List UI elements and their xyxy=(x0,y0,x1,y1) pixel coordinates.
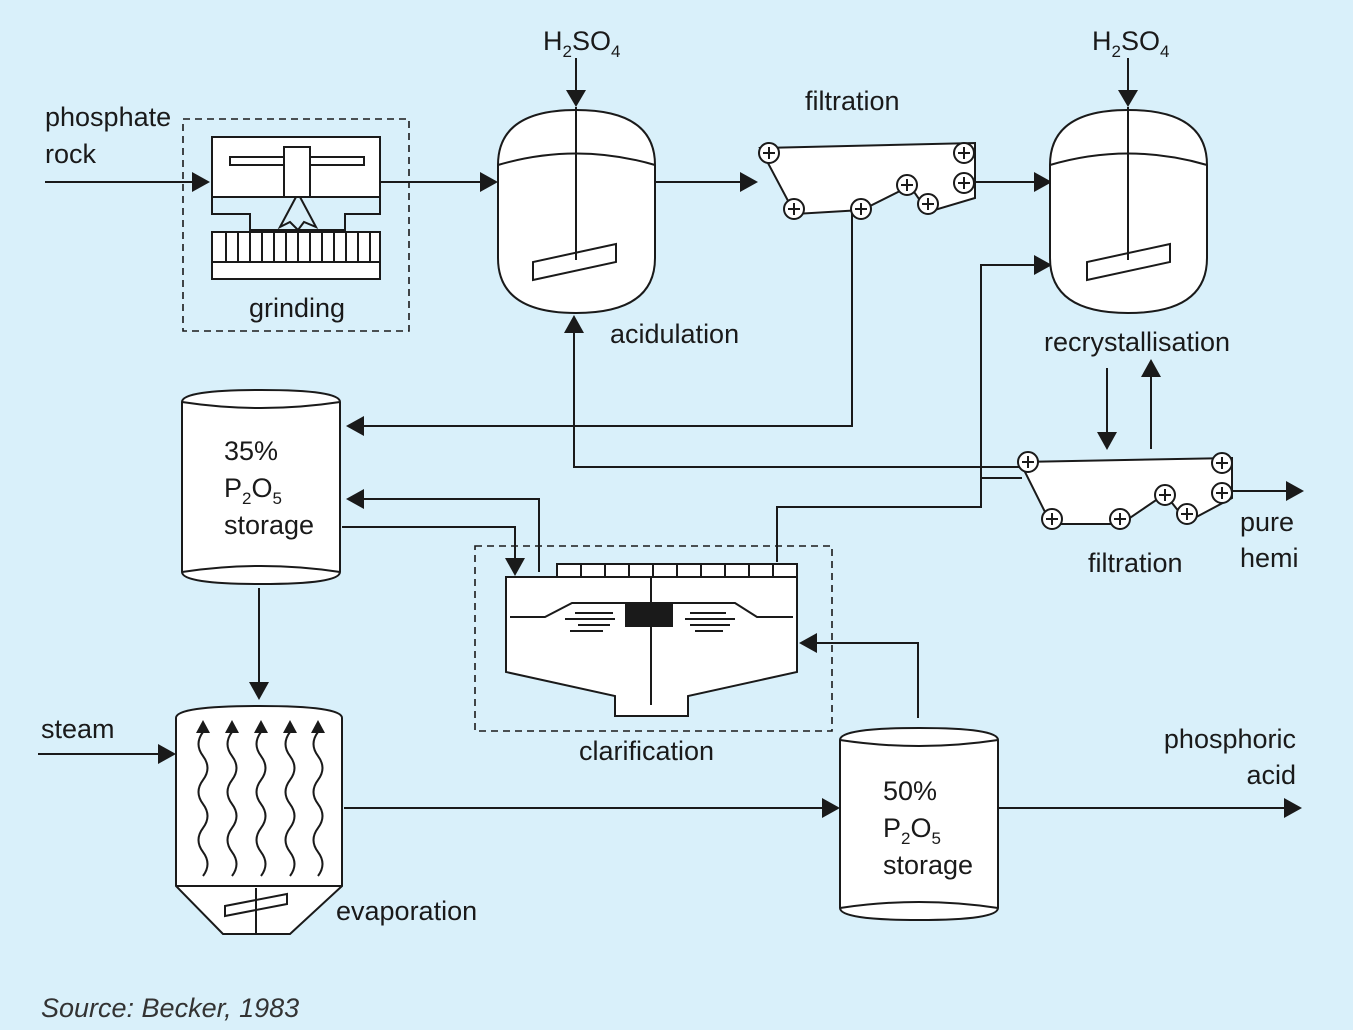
grinder-hopper xyxy=(211,197,381,231)
storage-35-formula: P2O5 xyxy=(224,473,282,508)
arrow-acid-filter xyxy=(740,172,758,192)
evaporator-vapor-arrows xyxy=(196,720,325,733)
arrow-storage35-evap xyxy=(249,682,269,700)
source-caption: Source: Becker, 1983 xyxy=(41,993,299,1023)
filtration-top-label: filtration xyxy=(805,86,900,116)
flow-filter-clarifier xyxy=(776,477,1022,562)
arrow-storage35-clarifier xyxy=(505,558,525,576)
arrow-steam-in xyxy=(158,744,176,764)
storage-35 xyxy=(181,388,341,586)
grinder xyxy=(182,118,410,332)
filter-bottom xyxy=(1017,451,1233,530)
clarification-label: clarification xyxy=(579,736,714,766)
recrystallisation-reactor xyxy=(1049,107,1208,315)
arrow-h2so4-2 xyxy=(1118,90,1138,107)
storage-35-percent: 35% xyxy=(224,436,278,466)
phosphate-rock-label-line1: phosphate xyxy=(45,102,171,132)
evaporator-body xyxy=(175,704,343,935)
arrow-filter-recryst-up xyxy=(1141,359,1161,377)
storage-50-formula: P2O5 xyxy=(883,813,941,848)
flow-storage35-clarifier xyxy=(342,526,516,560)
flow-filtrate-storage35 xyxy=(362,210,853,427)
grinder-mill xyxy=(211,231,381,280)
storage-50-percent: 50% xyxy=(883,776,937,806)
text-labels: H2SO4 H2SO4 phosphate rock grinding acid… xyxy=(41,26,1299,1023)
arrow-evap-storage50 xyxy=(822,798,840,818)
storage-35-top-seam xyxy=(181,401,341,409)
evaporator xyxy=(175,704,343,935)
phosphate-rock-label-line2: rock xyxy=(45,139,97,169)
arrow-return-acidulation xyxy=(564,315,584,333)
arrow-loop-recryst xyxy=(1034,255,1052,275)
arrow-clarifier-storage35 xyxy=(346,489,364,509)
arrow-storage50-clarifier xyxy=(799,633,817,653)
arrow-rock-in xyxy=(192,172,210,192)
clarifier-rake-ticks xyxy=(580,564,774,577)
phosphoric-acid-label-line1: phosphoric xyxy=(1164,724,1296,754)
filter-bottom-plus-marks xyxy=(1022,456,1228,525)
steam-label: steam xyxy=(41,714,115,744)
grinder-motor xyxy=(283,146,311,198)
arrow-grinder-acid xyxy=(480,172,498,192)
h2so4-label-acidulation: H2SO4 xyxy=(543,26,620,61)
storage-50-bottom-seam xyxy=(839,901,999,909)
filter-top xyxy=(758,141,976,220)
arrow-filter-recryst xyxy=(1034,172,1052,192)
clarification-boundary xyxy=(474,545,833,732)
storage-50 xyxy=(839,726,999,922)
arrow-filtrate-storage35 xyxy=(346,416,364,436)
phosphoric-acid-label-line2: acid xyxy=(1246,760,1296,790)
clarifier xyxy=(474,545,833,732)
storage-50-top-seam xyxy=(839,739,999,747)
pure-hemi-label-line2: hemi xyxy=(1240,543,1299,573)
flow-lines xyxy=(38,58,1304,818)
arrow-pure-hemi xyxy=(1286,481,1304,501)
arrow-recryst-filter xyxy=(1097,432,1117,450)
recrystallisation-impeller xyxy=(1086,242,1171,282)
filtration-bottom-label: filtration xyxy=(1088,548,1183,578)
clarifier-liquid-lines xyxy=(565,612,735,632)
grinder-bars xyxy=(225,232,371,262)
flow-clarifier-storage35 xyxy=(362,498,540,572)
recrystallisation-label: recrystallisation xyxy=(1044,327,1230,357)
flow-return-acidulation xyxy=(573,332,1022,468)
filter-bottom-rollers xyxy=(1017,451,1233,530)
flow-loop-recryst xyxy=(980,264,1036,505)
storage-50-word: storage xyxy=(883,850,973,880)
evaporator-impeller xyxy=(224,892,288,918)
h2so4-label-recrystallisation: H2SO4 xyxy=(1092,26,1169,61)
storage-35-word: storage xyxy=(224,510,314,540)
flow-storage50-clarifier xyxy=(815,642,919,718)
acidulation-impeller xyxy=(532,242,617,282)
evaporation-label: evaporation xyxy=(336,896,477,926)
acidulation-label: acidulation xyxy=(610,319,739,349)
grinder-cone xyxy=(277,196,319,232)
arrow-h2so4-1 xyxy=(566,90,586,107)
arrow-phosphoric-out xyxy=(1284,798,1302,818)
filter-top-plus-marks xyxy=(763,147,970,215)
acidulation-reactor xyxy=(497,107,656,315)
grinding-label: grinding xyxy=(249,293,345,323)
grinding-boundary xyxy=(182,118,410,332)
evaporator-steam-coils xyxy=(197,731,324,877)
storage-35-bottom-seam xyxy=(181,565,341,573)
clarifier-feedwell xyxy=(625,603,673,627)
pure-hemi-label-line1: pure xyxy=(1240,507,1294,537)
